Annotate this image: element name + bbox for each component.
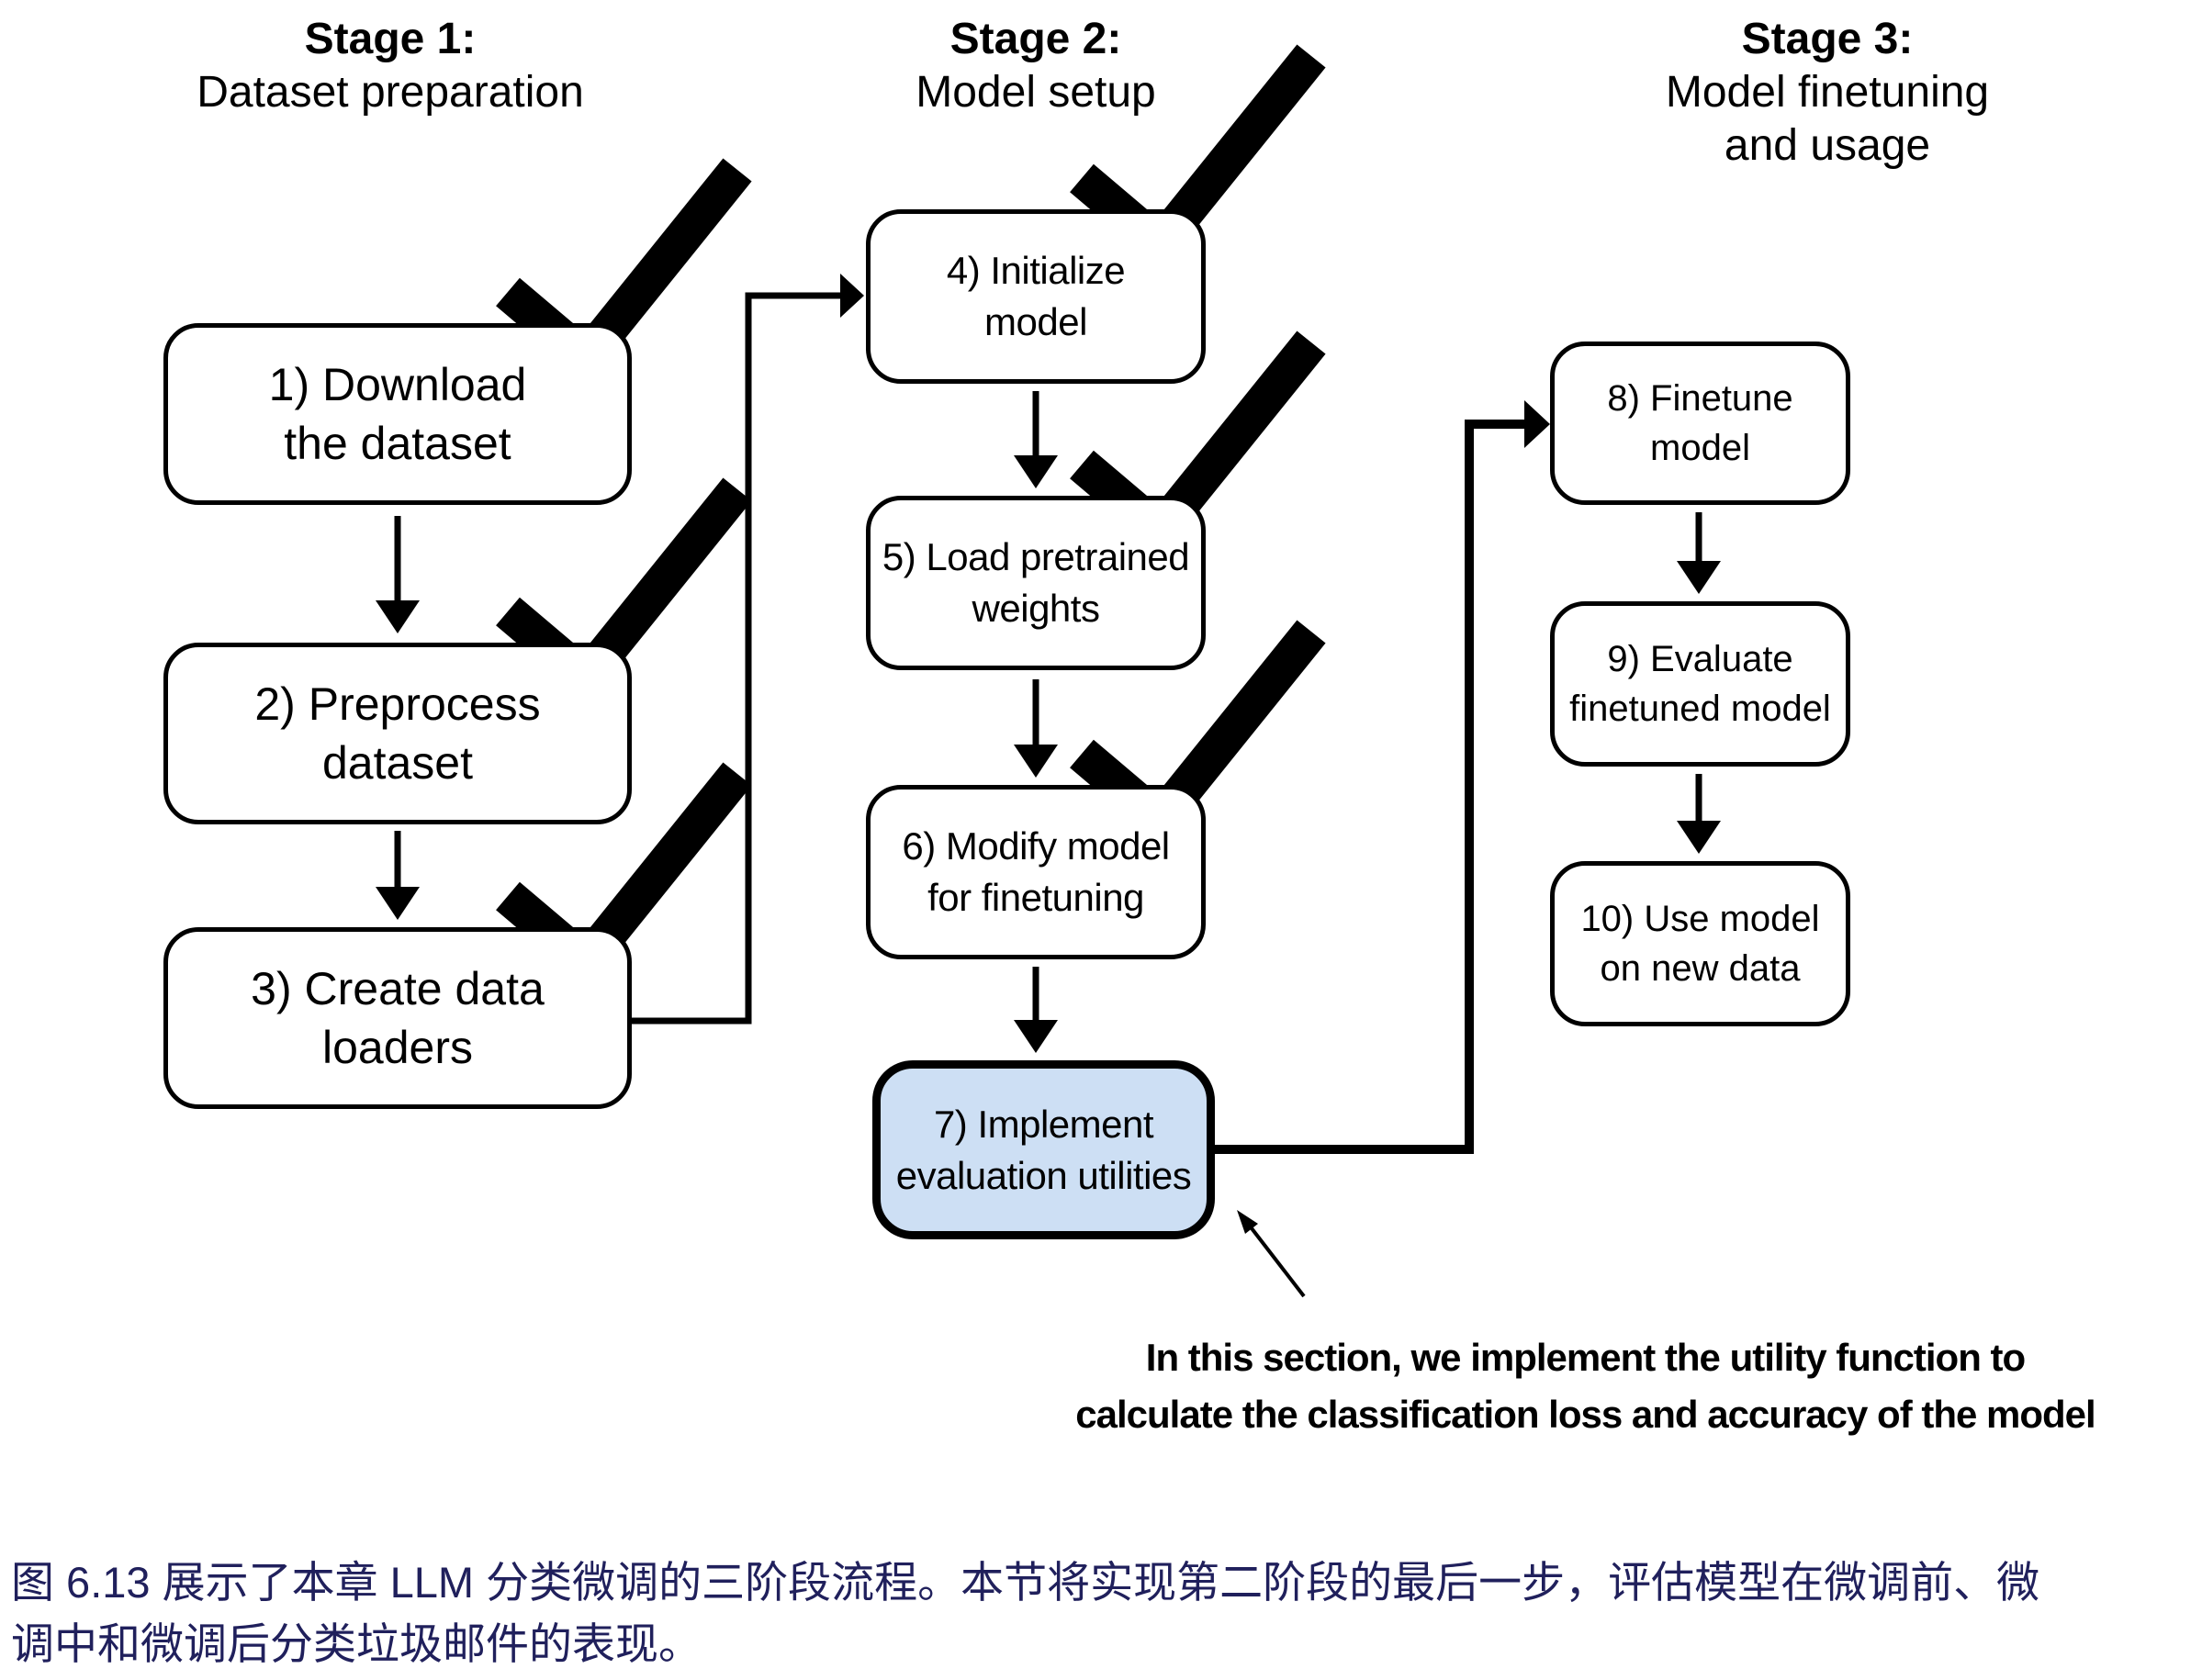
flow-box-2-label: 2) Preprocess dataset <box>254 678 541 789</box>
flow-box-10-use-model-new-data: 10) Use model on new data <box>1550 861 1850 1026</box>
stage-2-header: Stage 2: Model setup <box>760 13 1311 119</box>
flow-box-5-load-pretrained-weights: 5) Load pretrained weights <box>866 496 1206 670</box>
arrow-box4-to-box5 <box>1014 391 1058 488</box>
stage-2-subtitle: Model setup <box>916 68 1156 117</box>
arrow-box5-to-box6 <box>1014 679 1058 778</box>
flow-box-9-evaluate-finetuned-model: 9) Evaluate finetuned model <box>1550 601 1850 767</box>
connector-box3-to-box4 <box>632 274 864 1025</box>
stage-3-subtitle: Model finetuning <box>1665 68 1990 117</box>
annotation-pointer-arrow <box>1237 1210 1306 1298</box>
flow-box-5-label: 5) Load pretrained weights <box>882 535 1190 630</box>
stage-3-header: Stage 3: Model finetuning and usage <box>1552 13 2103 173</box>
flow-box-6-modify-model: 6) Modify model for finetuning <box>866 785 1206 959</box>
figure-caption: 图 6.13 展示了本章 LLM 分类微调的三阶段流程。本节将实现第二阶段的最后… <box>11 1551 2196 1674</box>
arrow-box9-to-box10 <box>1677 774 1721 854</box>
flow-box-6-label: 6) Modify model for finetuning <box>902 824 1170 919</box>
figure-caption-line2: 调中和微调后分类垃圾邮件的表现。 <box>11 1619 702 1668</box>
connector-box7-to-box8 <box>1213 400 1550 1154</box>
flow-box-2-preprocess-dataset: 2) Preprocess dataset <box>163 643 632 824</box>
figure-caption-line1: 图 6.13 展示了本章 LLM 分类微调的三阶段流程。本节将实现第二阶段的最后… <box>11 1558 2040 1607</box>
flow-box-4-initialize-model: 4) Initialize model <box>866 209 1206 384</box>
flow-box-8-finetune-model: 8) Finetune model <box>1550 342 1850 505</box>
arrow-box6-to-box7 <box>1014 967 1058 1053</box>
flow-box-7-label: 7) Implement evaluation utilities <box>895 1102 1192 1197</box>
stage-2-title: Stage 2: <box>949 15 1122 63</box>
arrow-box2-to-box3 <box>376 831 420 920</box>
stage-1-header: Stage 1: Dataset preparation <box>115 13 666 119</box>
flow-box-4-label: 4) Initialize model <box>946 249 1126 343</box>
flow-box-9-label: 9) Evaluate finetuned model <box>1569 639 1831 729</box>
section-annotation-line1: In this section, we implement the utilit… <box>1145 1336 2026 1379</box>
stage-3-title: Stage 3: <box>1741 15 1914 63</box>
stage-1-title: Stage 1: <box>304 15 477 63</box>
flow-box-10-label: 10) Use model on new data <box>1580 899 1820 989</box>
flow-box-8-label: 8) Finetune model <box>1607 378 1793 468</box>
flow-box-1-download-dataset: 1) Download the dataset <box>163 323 632 505</box>
flow-box-3-label: 3) Create data loaders <box>251 963 545 1073</box>
arrow-box1-to-box2 <box>376 516 420 633</box>
arrow-box8-to-box9 <box>1677 512 1721 594</box>
section-annotation-line2: calculate the classification loss and ac… <box>1075 1393 2095 1436</box>
section-annotation: In this section, we implement the utilit… <box>969 1329 2202 1443</box>
flow-box-7-implement-evaluation-utilities: 7) Implement evaluation utilities <box>872 1060 1215 1239</box>
flow-box-3-create-data-loaders: 3) Create data loaders <box>163 927 632 1109</box>
flow-box-1-label: 1) Download the dataset <box>268 359 527 469</box>
stage-1-subtitle: Dataset preparation <box>197 68 584 117</box>
stage-3-subtitle-line2: and usage <box>1724 121 1931 170</box>
